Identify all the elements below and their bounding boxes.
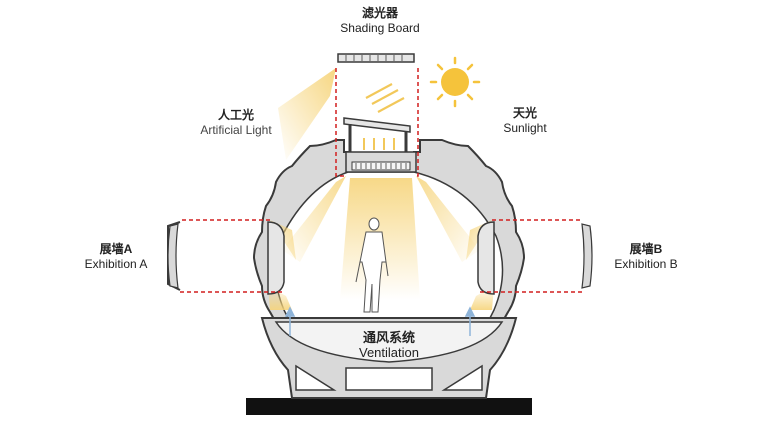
- label-shading-board-en: Shading Board: [340, 21, 420, 35]
- skylight-beam-right: [416, 176, 480, 262]
- label-exhibition-a: 展墙A Exhibition A: [66, 242, 166, 272]
- skylight-zone-outline: [335, 68, 419, 177]
- skylight-glass: [343, 117, 411, 133]
- basement-truss-left: [295, 364, 337, 391]
- label-ventilation: 通风系统 Ventilation: [329, 330, 449, 360]
- label-artificial-light-zh: 人工光: [217, 108, 254, 122]
- shading-board-slats: [345, 55, 403, 61]
- label-exhibition-a-en: Exhibition A: [84, 257, 148, 271]
- exhibition-wall-a-inner: [267, 221, 285, 295]
- exhibition-bracket-b-fill: [581, 223, 593, 289]
- ventilation-chamber: [274, 321, 504, 363]
- skylight-beam-left: [282, 176, 346, 262]
- label-sunlight: 天光 Sunlight: [480, 106, 570, 136]
- basement-core: [345, 367, 433, 391]
- light-down-arrows: [363, 138, 395, 150]
- label-artificial-light-en: Artificial Light: [200, 123, 272, 137]
- label-exhibition-b: 展墙B Exhibition B: [596, 242, 696, 272]
- label-exhibition-b-zh: 展墙B: [629, 242, 663, 256]
- airflow-arrows: [284, 306, 476, 336]
- sun-rays: [365, 83, 405, 113]
- label-shading-board-zh: 滤光器: [361, 6, 398, 20]
- basement-truss-right: [441, 364, 483, 391]
- ground-slab: [246, 398, 532, 415]
- exhibition-bracket-a-fill: [167, 223, 179, 289]
- label-artificial-light: 人工光 Artificial Light: [176, 108, 296, 138]
- person-figure: [355, 217, 389, 313]
- label-exhibition-a-zh: 展墙A: [99, 242, 133, 256]
- label-sunlight-zh: 天光: [512, 106, 537, 120]
- artificial-light-beam: [278, 68, 336, 160]
- sun-icon: [429, 56, 481, 108]
- label-ventilation-zh: 通风系统: [362, 330, 415, 345]
- label-exhibition-b-en: Exhibition B: [614, 257, 678, 271]
- diffuser-louvers: [355, 163, 407, 169]
- exhibition-wall-b-inner: [477, 221, 495, 295]
- label-shading-board: 滤光器 Shading Board: [320, 6, 440, 36]
- exhibition-b-zone-outline: [478, 219, 582, 293]
- label-ventilation-en: Ventilation: [359, 345, 419, 360]
- shading-board: [337, 53, 415, 63]
- label-sunlight-en: Sunlight: [503, 121, 547, 135]
- exhibition-a-zone-outline: [180, 219, 284, 293]
